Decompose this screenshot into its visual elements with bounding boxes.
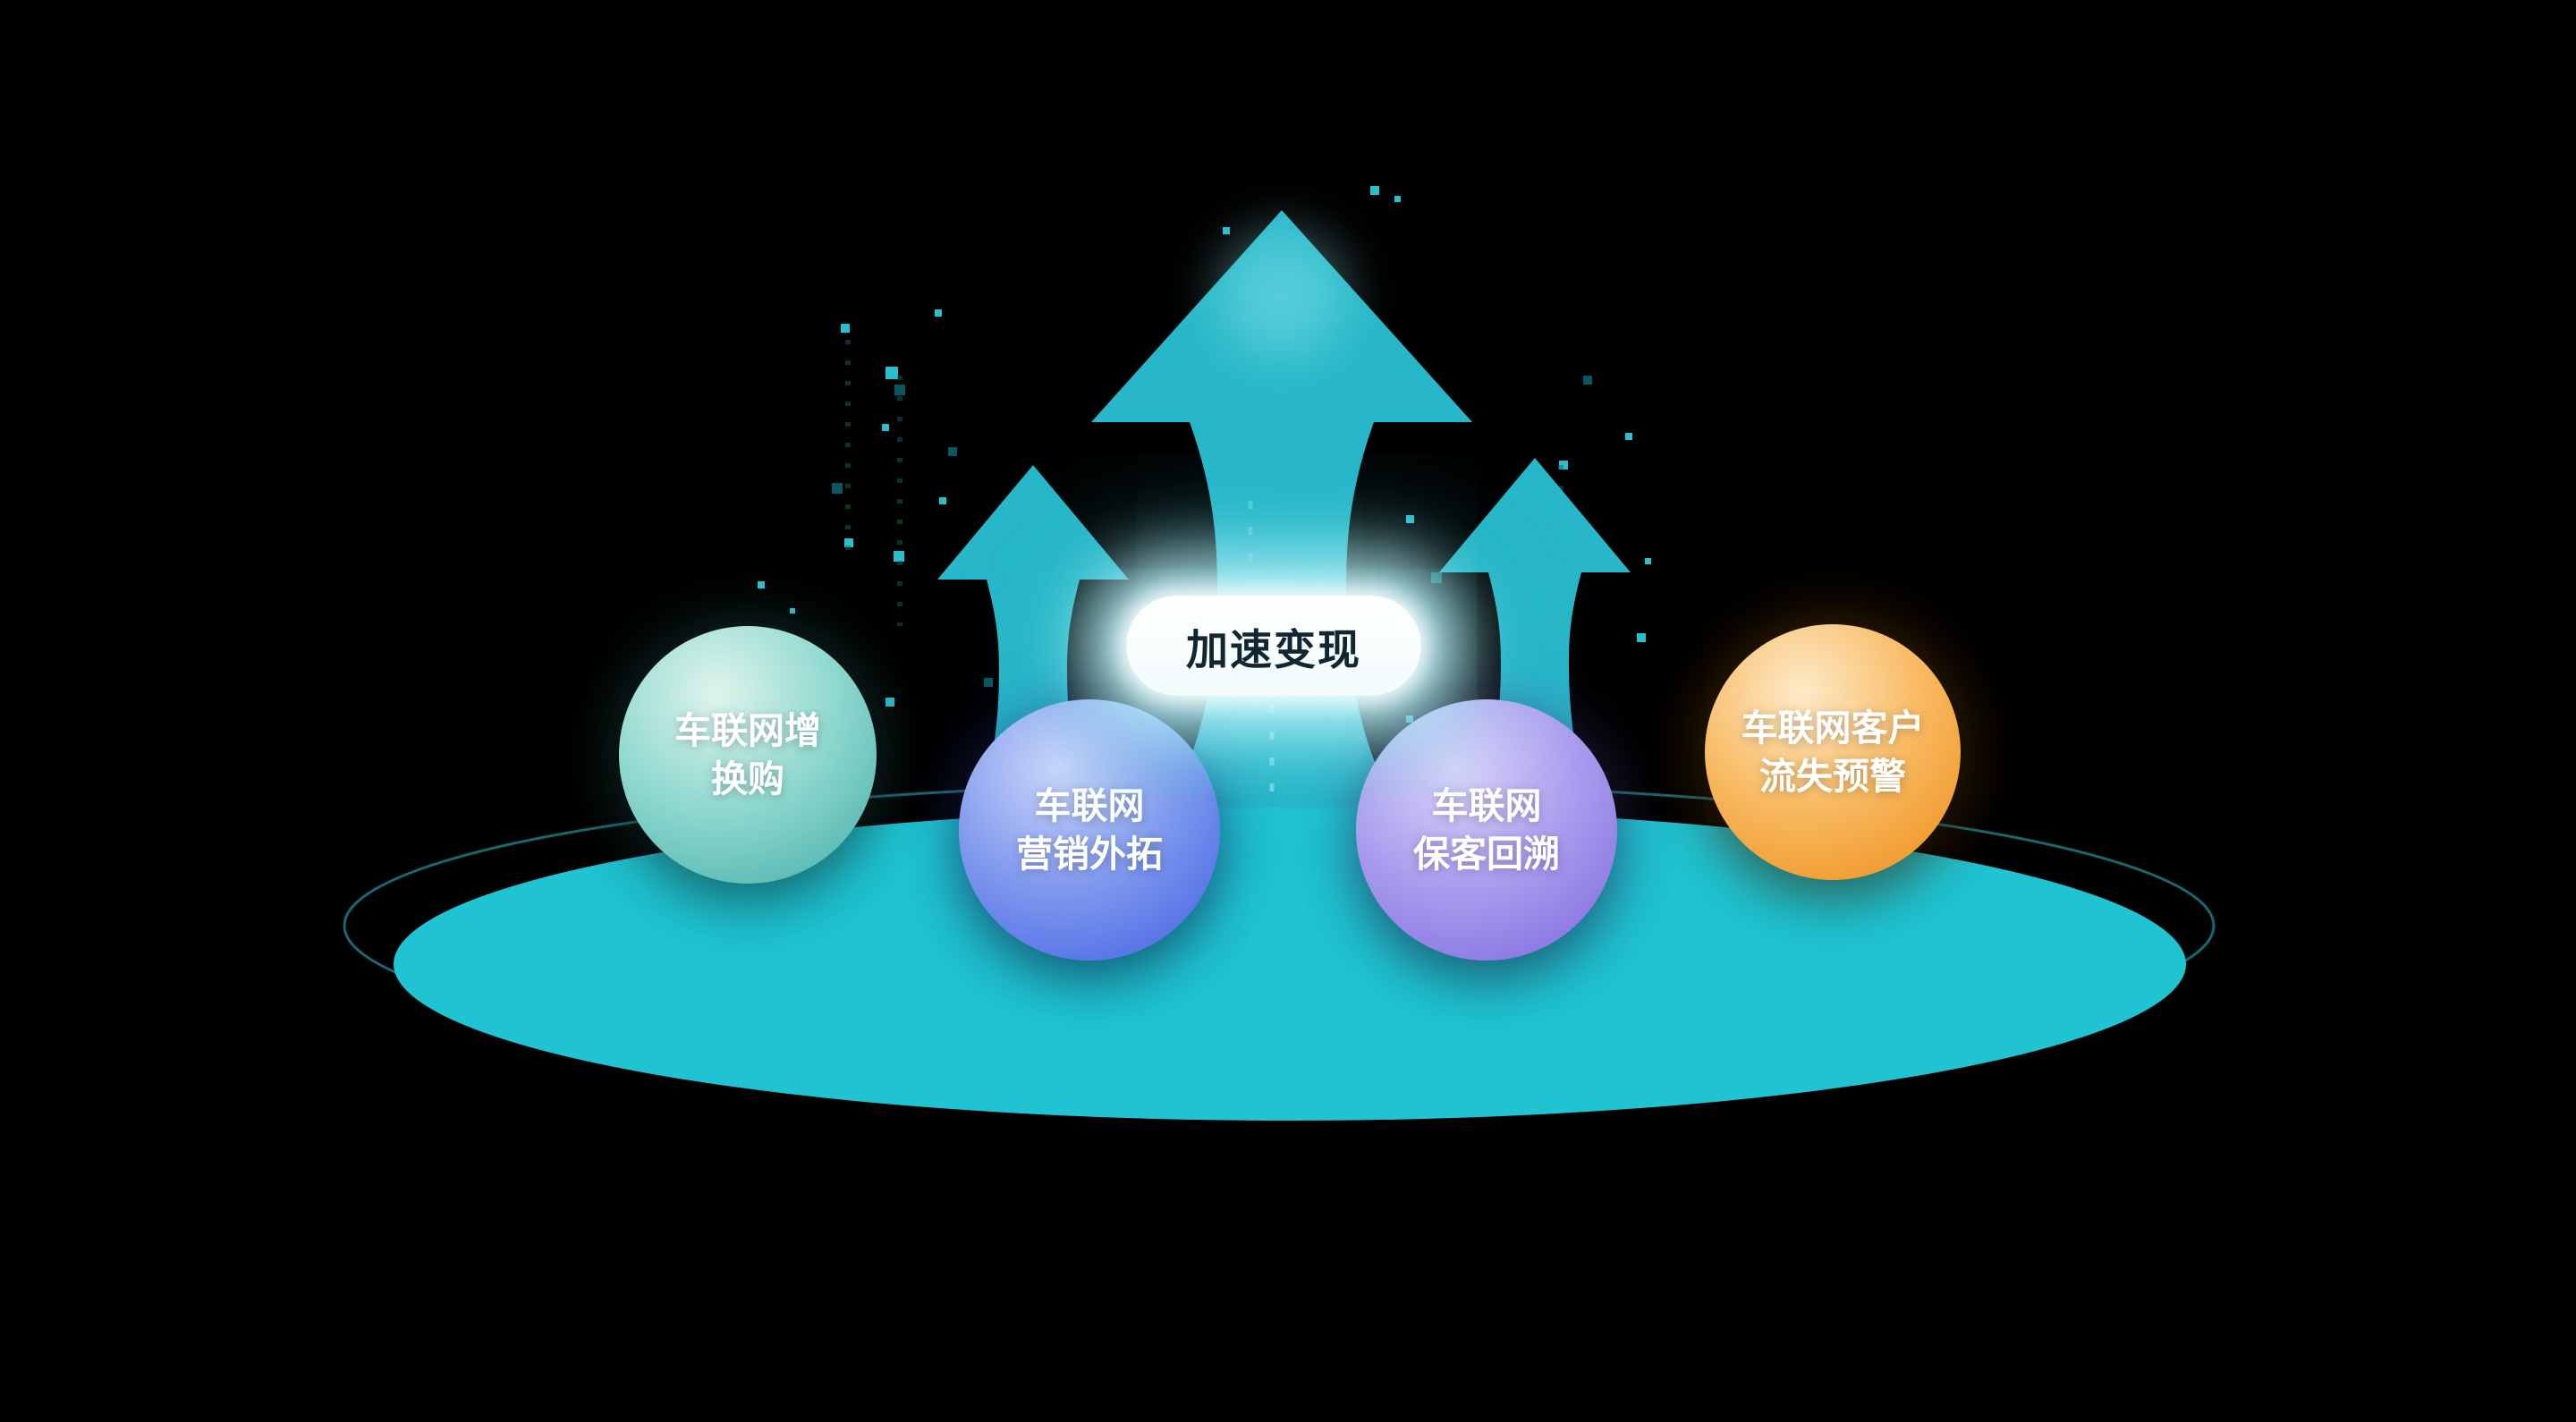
- decor-dashed-columns: [845, 340, 1563, 626]
- sphere-label-line2: 流失预警: [1759, 755, 1906, 798]
- right-arrow: [1439, 458, 1631, 869]
- left-arrow: [937, 465, 1129, 876]
- arrow-tip-highlight: [1219, 233, 1344, 358]
- sphere-label-line1: 车联网: [1431, 783, 1542, 827]
- sphere-label: 车联网客户 流失预警: [1741, 704, 1925, 800]
- sphere-iov-customer-retention: 车联网 保客回溯: [1356, 699, 1617, 961]
- sphere-label-line2: 保客回溯: [1413, 833, 1560, 876]
- sphere-iov-churn-warning: 车联网客户 流失预警: [1705, 624, 1961, 880]
- sphere-label-line1: 车联网增: [674, 708, 821, 752]
- sphere-iov-marketing-expansion: 车联网 营销外拓: [959, 699, 1220, 961]
- center-pill-label: 加速变现: [1186, 625, 1361, 675]
- sphere-label-line2: 换购: [711, 758, 784, 800]
- sphere-label: 车联网增 换购: [674, 707, 821, 803]
- platform: [394, 808, 2186, 1121]
- sphere-label: 车联网 营销外拓: [1016, 782, 1163, 878]
- sphere-label-line1: 车联网: [1034, 783, 1145, 827]
- center-pill: 加速变现: [1090, 565, 1457, 726]
- sphere-label-line1: 车联网客户: [1741, 706, 1925, 749]
- center-arrow: [1091, 210, 1472, 881]
- sphere-label: 车联网 保客回溯: [1413, 782, 1560, 878]
- sphere-label-line2: 营销外拓: [1016, 833, 1163, 876]
- center-pill-body: 加速变现: [1126, 596, 1421, 696]
- sphere-iov-trade-in: 车联网增 换购: [619, 626, 877, 884]
